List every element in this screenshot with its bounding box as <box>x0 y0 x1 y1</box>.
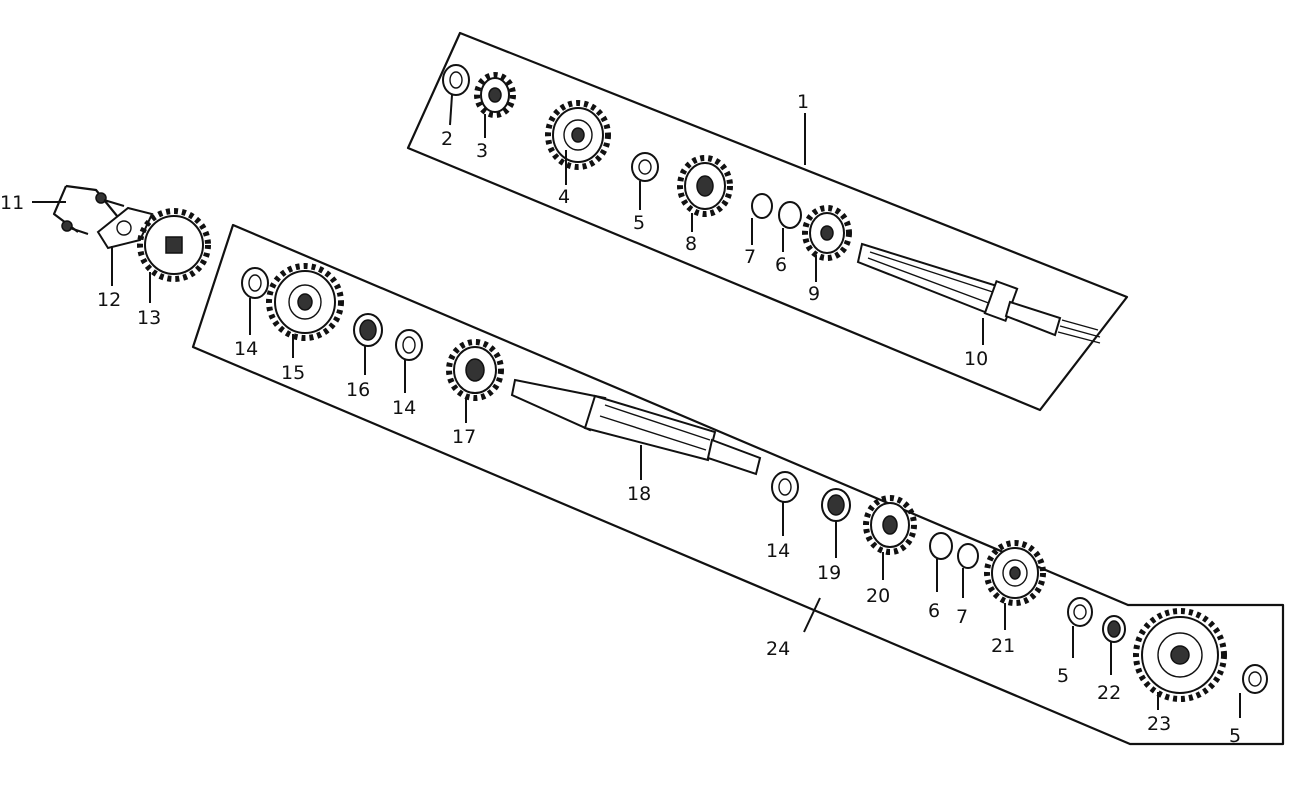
callout-2: 2 <box>441 128 453 150</box>
callout-19: 19 <box>817 562 841 584</box>
callout-1: 1 <box>797 91 809 113</box>
callout-12: 12 <box>97 289 121 311</box>
washer-5-lower-b <box>1242 664 1268 694</box>
gear-9 <box>802 205 852 261</box>
gear-8 <box>677 155 733 217</box>
washer-14-b <box>395 329 423 361</box>
ring-7-lower <box>957 543 979 569</box>
callout-4: 4 <box>558 186 570 208</box>
callout-3: 3 <box>476 140 488 162</box>
callout-20: 20 <box>866 585 890 607</box>
callout-11: 11 <box>0 192 24 214</box>
assembly-frame-24 <box>191 223 1285 746</box>
callout-16: 16 <box>346 379 370 401</box>
assembly-frame-1 <box>406 31 1129 412</box>
shaft-18 <box>510 378 762 476</box>
callout-5-b: 5 <box>1057 665 1069 687</box>
leader-lines <box>32 94 1241 718</box>
callout-14-a: 14 <box>234 338 258 360</box>
gear-20 <box>863 495 917 555</box>
callout-23: 23 <box>1147 713 1171 735</box>
sprocket-13 <box>137 208 211 282</box>
gear-17 <box>446 339 504 401</box>
callout-5-c: 5 <box>1229 725 1241 747</box>
washer-5-lower-a <box>1067 597 1093 627</box>
callout-6-b: 6 <box>928 600 940 622</box>
callout-22: 22 <box>1097 682 1121 704</box>
shaft-10 <box>856 242 1101 344</box>
callout-13: 13 <box>137 307 161 329</box>
washer-14-c <box>771 471 799 503</box>
washer-5-upper <box>631 152 659 182</box>
bolt-11-lower <box>61 220 89 235</box>
gear-3 <box>474 72 516 118</box>
callout-21: 21 <box>991 635 1015 657</box>
gear-21 <box>984 540 1046 606</box>
washer-2 <box>442 64 470 96</box>
callout-6-a: 6 <box>775 254 787 276</box>
callout-17: 17 <box>452 426 476 448</box>
washer-14-a <box>241 267 269 299</box>
bushing-16 <box>353 313 383 347</box>
callout-5-a: 5 <box>633 212 645 234</box>
callout-15: 15 <box>281 362 305 384</box>
callout-8: 8 <box>685 233 697 255</box>
bushing-19 <box>821 488 851 522</box>
callout-9: 9 <box>808 283 820 305</box>
callout-18: 18 <box>627 483 651 505</box>
ring-7-upper <box>751 193 773 219</box>
callout-7-a: 7 <box>744 246 756 268</box>
ring-6-lower <box>929 532 953 560</box>
ring-6-upper <box>778 201 802 229</box>
gear-23 <box>1133 608 1227 702</box>
plate-12 <box>96 206 154 250</box>
callout-14-b: 14 <box>392 397 416 419</box>
callout-24: 24 <box>766 638 790 660</box>
gear-15 <box>266 263 344 341</box>
callout-14-c: 14 <box>766 540 790 562</box>
callout-10: 10 <box>964 348 988 370</box>
bolt-11-upper <box>95 192 125 207</box>
callout-7-b: 7 <box>956 606 968 628</box>
bushing-22 <box>1102 615 1126 643</box>
gear-4 <box>545 100 611 170</box>
